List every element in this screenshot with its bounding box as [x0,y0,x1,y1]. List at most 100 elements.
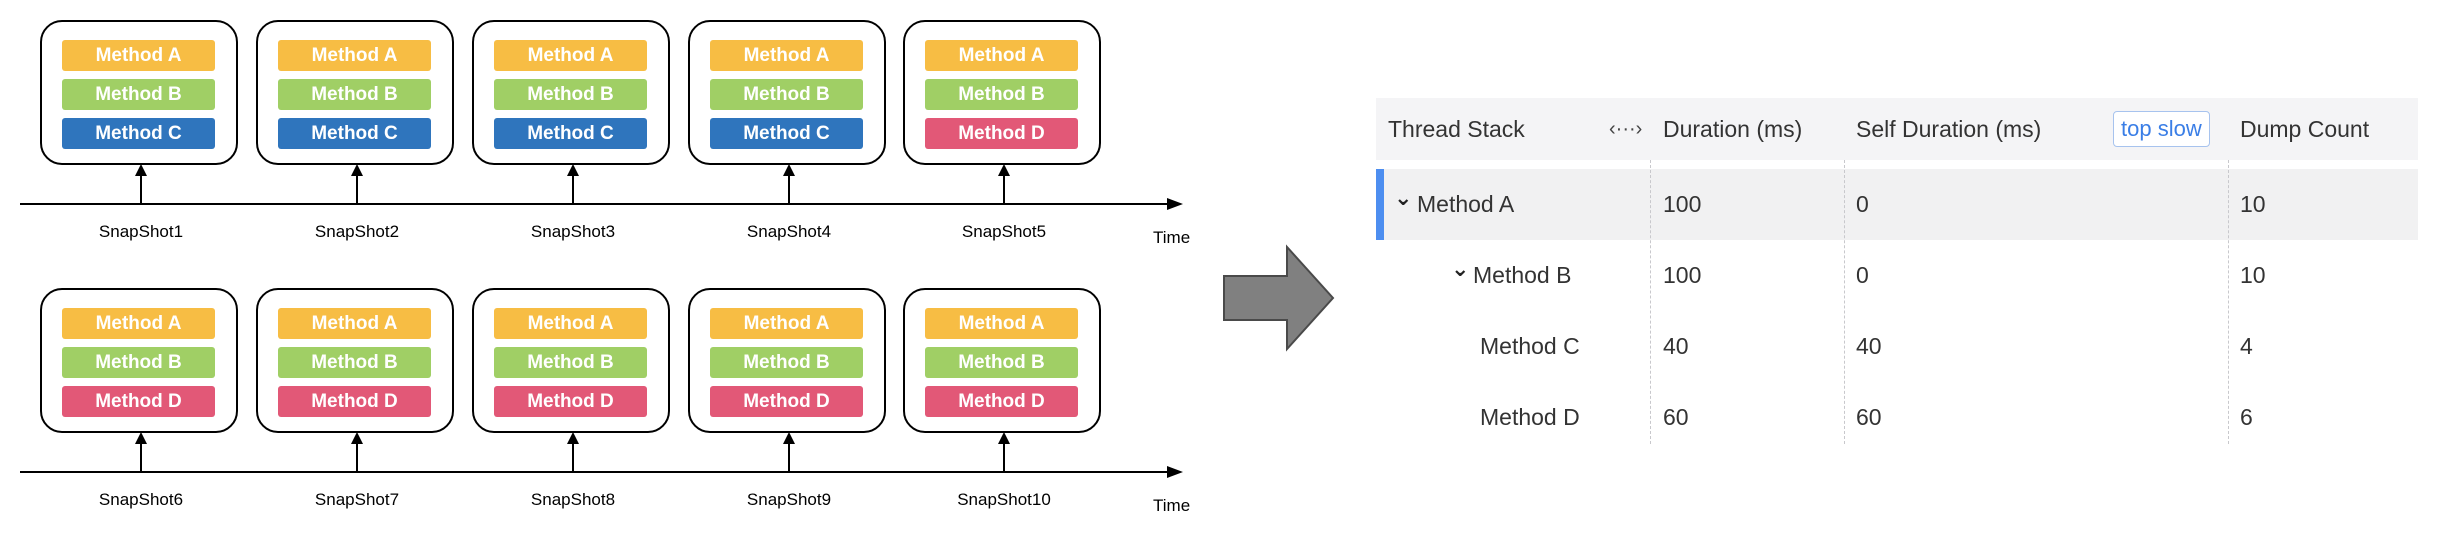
transform-arrow-icon [1223,244,1335,352]
snapshot-label: SnapShot7 [314,490,400,509]
timeline-axes [20,164,1183,478]
column-separator [1844,160,1845,444]
cell-method-name: Method B [1473,262,1572,288]
method-block: Method B [925,79,1078,110]
method-block: Method B [710,347,863,378]
method-block: Method A [62,308,215,339]
time-axis-arrowhead [1167,198,1183,210]
top-slow-button[interactable]: top slow [2113,111,2210,147]
snapshot-connector-arrowhead [135,164,147,176]
method-block: Method D [925,118,1078,149]
method-block: Method A [925,308,1078,339]
cell-self-duration: 0 [1856,191,1869,217]
snapshot-connector-arrowhead [351,164,363,176]
snapshot-connector-arrowhead [783,432,795,444]
snapshot-label: SnapShot1 [98,222,184,241]
snapshot-label: SnapShot10 [957,490,1051,509]
cell-duration: 100 [1663,191,1702,217]
chevron-down-icon[interactable]: ⌄ [1451,256,1470,281]
snapshot-box: Method A Method B Method D [903,288,1101,433]
method-block: Method B [62,347,215,378]
method-block: Method B [494,79,647,110]
chevron-down-icon[interactable]: ⌄ [1394,185,1413,210]
method-block: Method B [278,347,431,378]
method-block: Method D [925,386,1078,417]
snapshot-label: SnapShot3 [530,222,616,241]
header-thread-stack: Thread Stack [1388,116,1525,142]
cell-duration: 40 [1663,333,1689,359]
method-block: Method B [710,79,863,110]
cell-method-name: Method C [1480,333,1580,359]
time-label: Time [1153,496,1191,515]
method-block: Method B [278,79,431,110]
method-block: Method D [278,386,431,417]
cell-dump-count: 6 [2240,404,2253,430]
column-separator [2228,160,2229,444]
method-block: Method B [62,79,215,110]
method-block: Method D [62,386,215,417]
cell-dump-count: 10 [2240,191,2266,217]
method-block: Method A [494,308,647,339]
snapshot-box: Method A Method B Method C [256,20,454,165]
method-block: Method A [925,40,1078,71]
method-block: Method D [710,386,863,417]
table-row[interactable]: Method D 60 60 6 [1376,382,2418,453]
cell-dump-count: 4 [2240,333,2253,359]
cell-method-name: Method D [1480,404,1580,430]
time-axis-arrowhead [1167,466,1183,478]
method-block: Method A [278,40,431,71]
method-block: Method A [62,40,215,71]
method-block: Method C [710,118,863,149]
thread-stack-table: Thread Stack ‹···› Duration (ms) Self Du… [1376,98,2418,450]
method-block: Method B [925,347,1078,378]
snapshot-label: SnapShot8 [530,490,616,509]
snapshot-connector-arrowhead [567,164,579,176]
snapshot-label: SnapShot2 [314,222,400,241]
snapshot-connector-arrowhead [783,164,795,176]
method-block: Method A [494,40,647,71]
method-block: Method B [494,347,647,378]
cell-method-name: Method A [1417,191,1515,217]
header-self-duration[interactable]: Self Duration (ms) [1856,116,2042,142]
selection-indicator [1376,169,1384,240]
snapshot-box: Method A Method B Method D [256,288,454,433]
snapshot-label: SnapShot6 [98,490,184,509]
table-row[interactable]: Method C 40 40 4 [1376,311,2418,382]
cell-duration: 100 [1663,262,1702,288]
snapshot-box: Method A Method B Method D [688,288,886,433]
cell-self-duration: 60 [1856,404,1882,430]
snapshot-label: SnapShot5 [961,222,1047,241]
cell-self-duration: 0 [1856,262,1869,288]
snapshot-label: SnapShot9 [746,490,832,509]
header-dump-count[interactable]: Dump Count [2240,116,2370,142]
method-block: Method A [278,308,431,339]
snapshot-connector-arrowhead [135,432,147,444]
time-label: Time [1153,228,1191,247]
cell-duration: 60 [1663,404,1689,430]
cell-self-duration: 40 [1856,333,1882,359]
header-duration[interactable]: Duration (ms) [1663,116,1803,142]
snapshot-box: Method A Method B Method D [472,288,670,433]
method-block: Method C [494,118,647,149]
snapshot-connector-arrowhead [567,432,579,444]
column-separator [1650,160,1651,444]
method-block: Method A [710,308,863,339]
snapshot-connector-arrowhead [351,432,363,444]
column-resize-icon[interactable]: ‹···› [1609,118,1643,140]
method-block: Method D [494,386,647,417]
snapshot-box: Method A Method B Method C [40,20,238,165]
method-block: Method C [62,118,215,149]
method-block: Method A [710,40,863,71]
snapshot-connector-arrowhead [998,164,1010,176]
snapshot-label: SnapShot4 [746,222,832,241]
snapshot-connector-arrowhead [998,432,1010,444]
table-row[interactable]: ⌄Method A 100 0 10 [1376,169,2418,240]
snapshot-box: Method A Method B Method D [903,20,1101,165]
snapshot-box: Method A Method B Method D [40,288,238,433]
snapshot-box: Method A Method B Method C [472,20,670,165]
method-block: Method C [278,118,431,149]
snapshot-box: Method A Method B Method C [688,20,886,165]
table-header: Thread Stack ‹···› Duration (ms) Self Du… [1376,98,2418,160]
